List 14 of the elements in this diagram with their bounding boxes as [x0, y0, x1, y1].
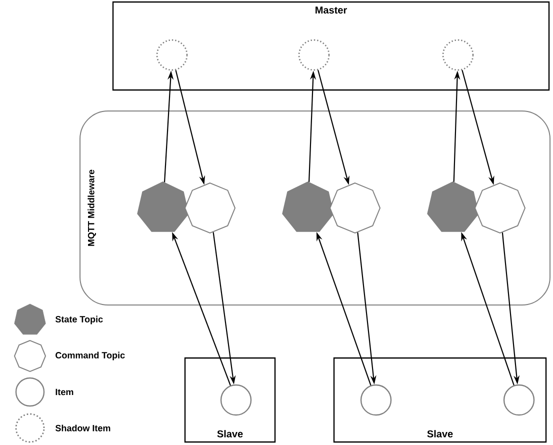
- slave-box: Slave: [333, 357, 547, 443]
- legend-label: State Topic: [55, 316, 103, 324]
- shadow-item-circle: [156, 39, 188, 71]
- shadow-item-circle: [298, 39, 330, 71]
- legend-label: Command Topic: [56, 352, 125, 360]
- shadow-item-circle: [442, 39, 474, 71]
- item-circle: [503, 384, 535, 416]
- slave-box: Slave: [184, 357, 276, 443]
- legend-label: Shadow Item: [55, 424, 110, 432]
- item-circle: [220, 384, 252, 416]
- middleware-box: MQTT Middleware: [80, 110, 550, 306]
- item-circle: [360, 384, 392, 416]
- master-box: Master: [112, 1, 550, 91]
- legend-label: Item: [56, 388, 74, 396]
